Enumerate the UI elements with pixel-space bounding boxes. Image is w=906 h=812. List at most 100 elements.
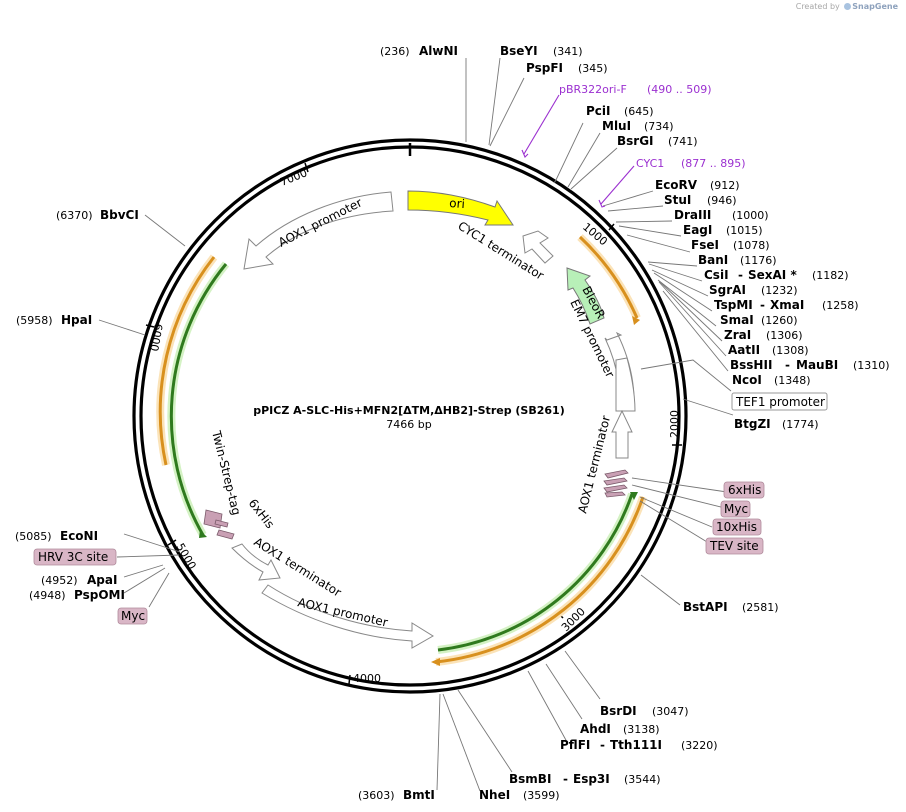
site-bsrdi-pos: (3047) <box>652 705 689 718</box>
cyc1-terminator-arrow <box>522 230 554 264</box>
box-myc-left: Myc <box>121 609 145 623</box>
box-myc-right: Myc <box>724 502 748 516</box>
site-bsrgi-name: BsrGI <box>617 134 654 148</box>
primer-pbr322ori-f-range: (490 .. 509) <box>647 83 712 96</box>
site-bsrdi-name: BsrDI <box>600 704 637 718</box>
site-smai-name: SmaI <box>720 313 754 327</box>
site-bbvci-pos: (6370) <box>56 209 93 222</box>
primers <box>521 94 635 208</box>
site-fsei-pos: (1078) <box>733 239 770 252</box>
site-econi-pos: (5085) <box>15 530 52 543</box>
tag-6xhis-right <box>604 469 629 479</box>
site-tth111i-name: Tth111I <box>610 738 662 752</box>
site-hpai-name: HpaI <box>61 313 92 327</box>
aox1-terminator-right-label: AOX1 terminator <box>575 414 613 515</box>
site-pspfi-name: PspFI <box>526 61 563 75</box>
boxed-feature-labels: TEF1 promoter 6xHis Myc 10xHis TEV site … <box>33 392 828 625</box>
primer-pbr322ori-f-mark <box>521 149 529 158</box>
site-bani-name: BanI <box>698 253 728 267</box>
aox1-promoter-bottom-arrow <box>261 584 434 649</box>
site-eagi-name: EagI <box>683 223 712 237</box>
site-stui-name: StuI <box>664 193 691 207</box>
box-hrv3c-site: HRV 3C site <box>38 550 108 564</box>
tag-hrv3c-left <box>214 519 229 528</box>
credit-brand: SnapGene <box>852 2 898 11</box>
site-sgrai-name: SgrAI <box>709 283 746 297</box>
site-pspfi-pos: (345) <box>578 62 608 75</box>
site-xmai-name: XmaI <box>770 298 804 312</box>
site-pcii-pos: (645) <box>624 105 654 118</box>
site-ecorv-name: EcoRV <box>655 178 698 192</box>
site-bstapi-pos: (2581) <box>742 601 779 614</box>
site-esp3i-name: Esp3I <box>573 772 610 786</box>
ori-arrow <box>407 190 514 226</box>
site-csii-name: CsiI <box>704 268 729 282</box>
orf-green-left <box>169 263 228 536</box>
site-apai-name: ApaI <box>87 573 117 587</box>
box-tev-site: TEV site <box>709 539 759 553</box>
site-apai-pos: (4952) <box>41 574 78 587</box>
primer-pbr322ori-f-name: pBR322ori-F <box>559 83 627 96</box>
twin-strep-label: Twin-Strep-tag <box>209 428 244 516</box>
site-ahdi-pos: (3138) <box>623 723 660 736</box>
site-ncoi-pos: (1348) <box>774 374 811 387</box>
cyc1-terminator-label: CYC1 terminator <box>455 219 546 283</box>
site-fsei-name: FseI <box>691 238 719 252</box>
tick-marks <box>145 162 682 685</box>
site-pcii-name: PciI <box>586 104 611 118</box>
aox1-promoter-top-arrow <box>243 191 394 270</box>
ori-label: ori <box>449 196 466 211</box>
site-bseyi-name: BseYI <box>500 44 538 58</box>
site-hpai-pos: (5958) <box>16 314 53 327</box>
tag-arrows <box>203 469 629 540</box>
snapgene-logo-icon <box>844 3 852 10</box>
site-aatii-name: AatII <box>728 343 760 357</box>
site-bbvci-name: BbvCI <box>100 208 139 222</box>
site-pspomi-name: PspOMI <box>74 588 125 602</box>
aox1-terminator-right-arrow <box>611 409 633 459</box>
site-maubi-name: MauBI <box>796 358 838 372</box>
site-mlui-name: MluI <box>602 119 631 133</box>
orf-orange-right <box>435 496 645 664</box>
tef1-promoter-arrow <box>615 357 636 412</box>
tick-2000: 2000 <box>668 410 681 438</box>
site-pspomi-pos: (4948) <box>29 589 66 602</box>
site-sgrai-pos: (1232) <box>761 284 798 297</box>
tag-myc-right <box>603 477 628 486</box>
site-stui-pos: (946) <box>707 194 737 207</box>
site-ncoi-name: NcoI <box>732 373 762 387</box>
orf-orange-left <box>158 256 216 466</box>
tick-4000: 4000 <box>353 672 381 685</box>
site-draiii-name: DraIII <box>674 208 711 222</box>
site-zrai-name: ZraI <box>724 328 751 342</box>
site-csii-pos: (1182) <box>812 269 849 282</box>
site-bsmbi-pos: (3544) <box>624 773 661 786</box>
plasmid-name: pPICZ A-SLC-His+MFN2[ΔTM,ΔHB2]-Strep (SB… <box>253 404 564 417</box>
orf-green-right <box>437 493 634 652</box>
site-smai-pos: (1260) <box>761 314 798 327</box>
site-bsshii-pos: (1310) <box>853 359 890 372</box>
site-btgzi-name: BtgZI <box>734 417 771 431</box>
plasmid-title-block: pPICZ A-SLC-His+MFN2[ΔTM,ΔHB2]-Strep (SB… <box>253 404 564 431</box>
tick-6000: 6000 <box>147 322 165 352</box>
primer-labels: pBR322ori-F (490 .. 509) CYC1 (877 .. 89… <box>559 83 746 170</box>
tag-tev-right <box>604 491 626 498</box>
bleor-arrow <box>566 267 605 325</box>
plasmid-length: 7466 bp <box>386 418 431 431</box>
site-aatii-pos: (1308) <box>772 344 809 357</box>
site-bani-pos: (1176) <box>740 254 777 267</box>
primer-cyc1-mark <box>598 199 606 208</box>
site-eagi-pos: (1015) <box>726 224 763 237</box>
site-nhei-pos: (3599) <box>523 789 560 802</box>
box-tef1-promoter: TEF1 promoter <box>735 395 825 409</box>
site-ahdi-name: AhdI <box>580 722 611 736</box>
site-pflfi-name: PflFI <box>560 738 590 752</box>
site-bmti-name: BmtI <box>403 788 435 802</box>
site-sexai-dash: - <box>738 268 743 282</box>
site-bseyi-pos: (341) <box>553 45 583 58</box>
orf-orange-bleor <box>578 235 639 319</box>
site-ecorv-pos: (912) <box>710 179 740 192</box>
site-bsmbi-name: BsmBI <box>509 772 551 786</box>
site-esp3i-dash: - <box>563 772 568 786</box>
